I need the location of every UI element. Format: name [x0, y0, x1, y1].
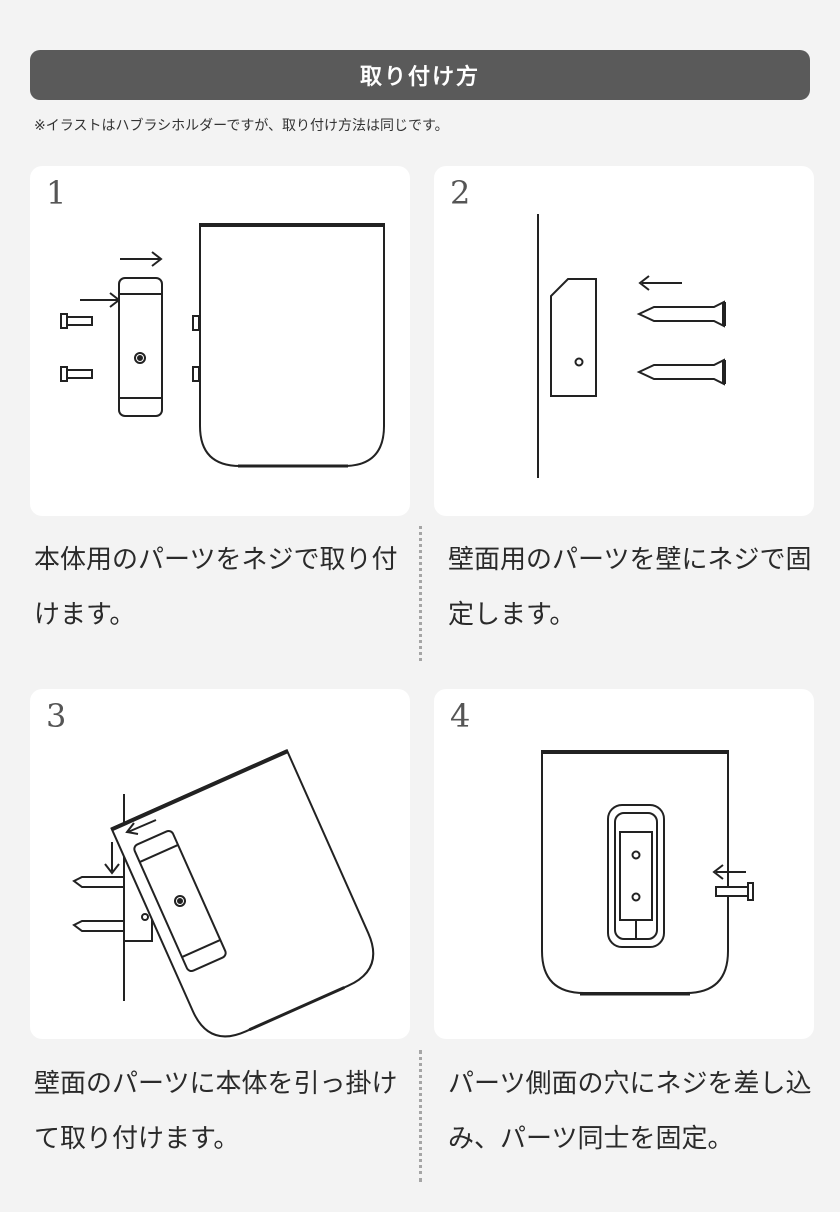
step-2-illustration	[537, 214, 726, 478]
step-1-description: 本体用のパーツをネジで取り付けます。	[34, 545, 398, 630]
step-4-card: 4	[434, 689, 814, 1039]
section-title: 取り付け方	[359, 65, 480, 90]
section-title-bar: 取り付け方	[30, 50, 810, 100]
top-divider	[419, 526, 422, 661]
step-4-illustration	[541, 750, 754, 996]
step-3-card: 3	[30, 689, 410, 1039]
step-1-illustration	[60, 223, 385, 468]
bottom-divider	[419, 1050, 422, 1182]
step-3-illustration	[72, 749, 375, 1038]
step-2-description: 壁面用のパーツを壁にネジで固定します。	[448, 545, 812, 630]
step-1-card: 1	[30, 166, 410, 516]
step-3-description: 壁面のパーツに本体を引っ掛けて取り付けます。	[34, 1069, 398, 1154]
step-2-number: 2	[450, 174, 471, 212]
illustration-note: ※イラストはハブラシホルダーですが、取り付け方法は同じです。	[34, 118, 449, 134]
step-4-description: パーツ側面の穴にネジを差し込み、パーツ同士を固定。	[448, 1069, 812, 1154]
step-2-card: 2	[434, 166, 814, 516]
step-1-number: 1	[46, 174, 67, 212]
step-4-number: 4	[450, 697, 471, 735]
step-3-number: 3	[46, 697, 67, 735]
